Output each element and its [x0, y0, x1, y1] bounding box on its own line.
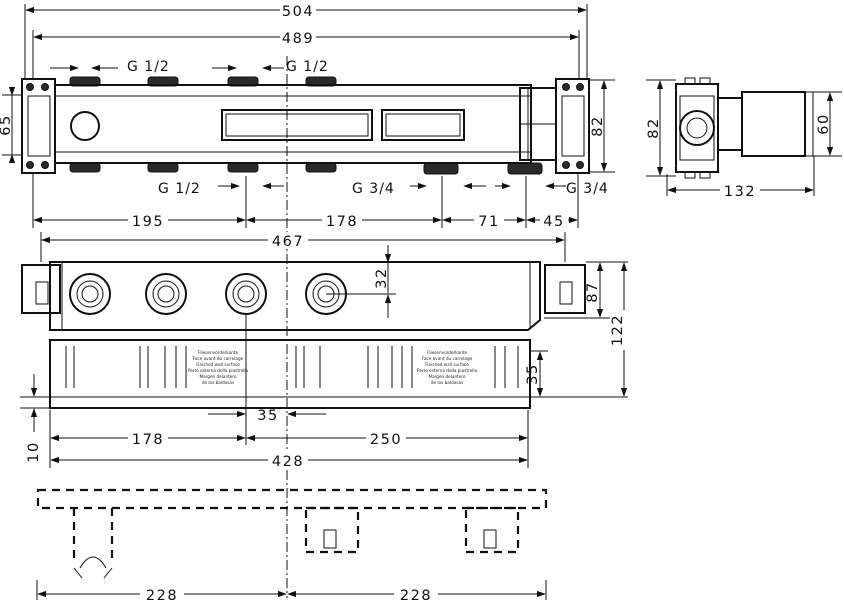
dim-35-label: 35	[257, 408, 278, 424]
dim-10-label: 10	[26, 441, 42, 462]
dim-87-label: 87	[585, 281, 601, 302]
dim-467-label: 467	[272, 234, 304, 250]
svg-text:de los baldosas: de los baldosas	[431, 380, 463, 385]
left-mounting-bracket	[21, 78, 56, 174]
tile-label-left: Fliesenvorderkante Face avant du carrela…	[188, 350, 249, 385]
svg-text:Parte esterna della piastrella: Parte esterna della piastrella	[417, 368, 478, 373]
dim-504-label: 504	[282, 4, 314, 20]
dim-35-vertical-label: 35	[525, 363, 541, 384]
front-valve-1	[69, 273, 111, 315]
bottom-outlet-ports	[69, 162, 543, 175]
svg-text:Margen delantero: Margen delantero	[199, 374, 237, 379]
dim-178-top-label: 178	[326, 214, 358, 230]
valve-body-top	[54, 84, 557, 164]
dim-122-label: 122	[610, 314, 626, 346]
dim-71-label: 71	[478, 214, 499, 230]
dim-82-label: 82	[590, 115, 606, 136]
dim-250-label: 250	[370, 432, 402, 448]
dim-32-label: 32	[374, 267, 390, 288]
front-right-bracket	[544, 264, 586, 314]
thread-top-left-label: G 1/2	[127, 59, 170, 75]
thread-top-right-label: G 1/2	[286, 59, 329, 75]
svg-text:Fliesenvorderkante: Fliesenvorderkante	[427, 350, 468, 355]
dim-45-label: 45	[543, 214, 564, 230]
front-left-bracket	[21, 264, 61, 314]
bottom-view: 228 228	[36, 488, 548, 603]
side-dim-82-label: 82	[646, 117, 662, 138]
right-mounting-bracket	[555, 78, 590, 174]
rough-in-outline	[36, 488, 548, 510]
front-valve-3	[225, 273, 267, 315]
thread-bottom-mid-label: G 3/4	[352, 181, 395, 197]
svg-text:Fliesenvorderkante: Fliesenvorderkante	[198, 350, 239, 355]
svg-text:Finished wall surface: Finished wall surface	[425, 362, 469, 367]
dim-178-front-label: 178	[132, 432, 164, 448]
svg-text:Margen delantero: Margen delantero	[428, 374, 466, 379]
dim-65-label: 65	[0, 114, 14, 135]
svg-text:Face avant du carrelage: Face avant du carrelage	[422, 356, 473, 361]
thread-bottom-right-label: G 3/4	[566, 181, 609, 197]
top-view: 504 489 G 1/2 G 1/2	[0, 2, 615, 598]
tile-label-right: Fliesenvorderkante Face avant du carrela…	[417, 350, 478, 385]
front-valve-2	[145, 273, 187, 315]
svg-text:Finished wall surface: Finished wall surface	[196, 362, 240, 367]
svg-text:Face avant du carrelage: Face avant du carrelage	[193, 356, 244, 361]
valve-cap-icon	[70, 111, 100, 141]
side-dim-132-label: 132	[724, 184, 756, 200]
side-dim-60-label: 60	[816, 113, 832, 134]
plaster-guard: Fliesenvorderkante Face avant du carrela…	[49, 339, 531, 409]
dim-195-label: 195	[132, 214, 164, 230]
dim-489-label: 489	[282, 31, 314, 47]
top-inlet-ports	[69, 76, 337, 87]
svg-text:de los baldosas: de los baldosas	[202, 380, 234, 385]
thread-bottom-left-label: G 1/2	[158, 181, 201, 197]
front-view: 467	[20, 232, 632, 470]
dim-228-right-label: 228	[400, 588, 432, 603]
dim-428-label: 428	[272, 454, 304, 470]
dim-228-left-label: 228	[146, 588, 178, 603]
svg-text:Parte esterna della piastrella: Parte esterna della piastrella	[188, 368, 249, 373]
side-view: 82 60 132	[646, 77, 842, 200]
